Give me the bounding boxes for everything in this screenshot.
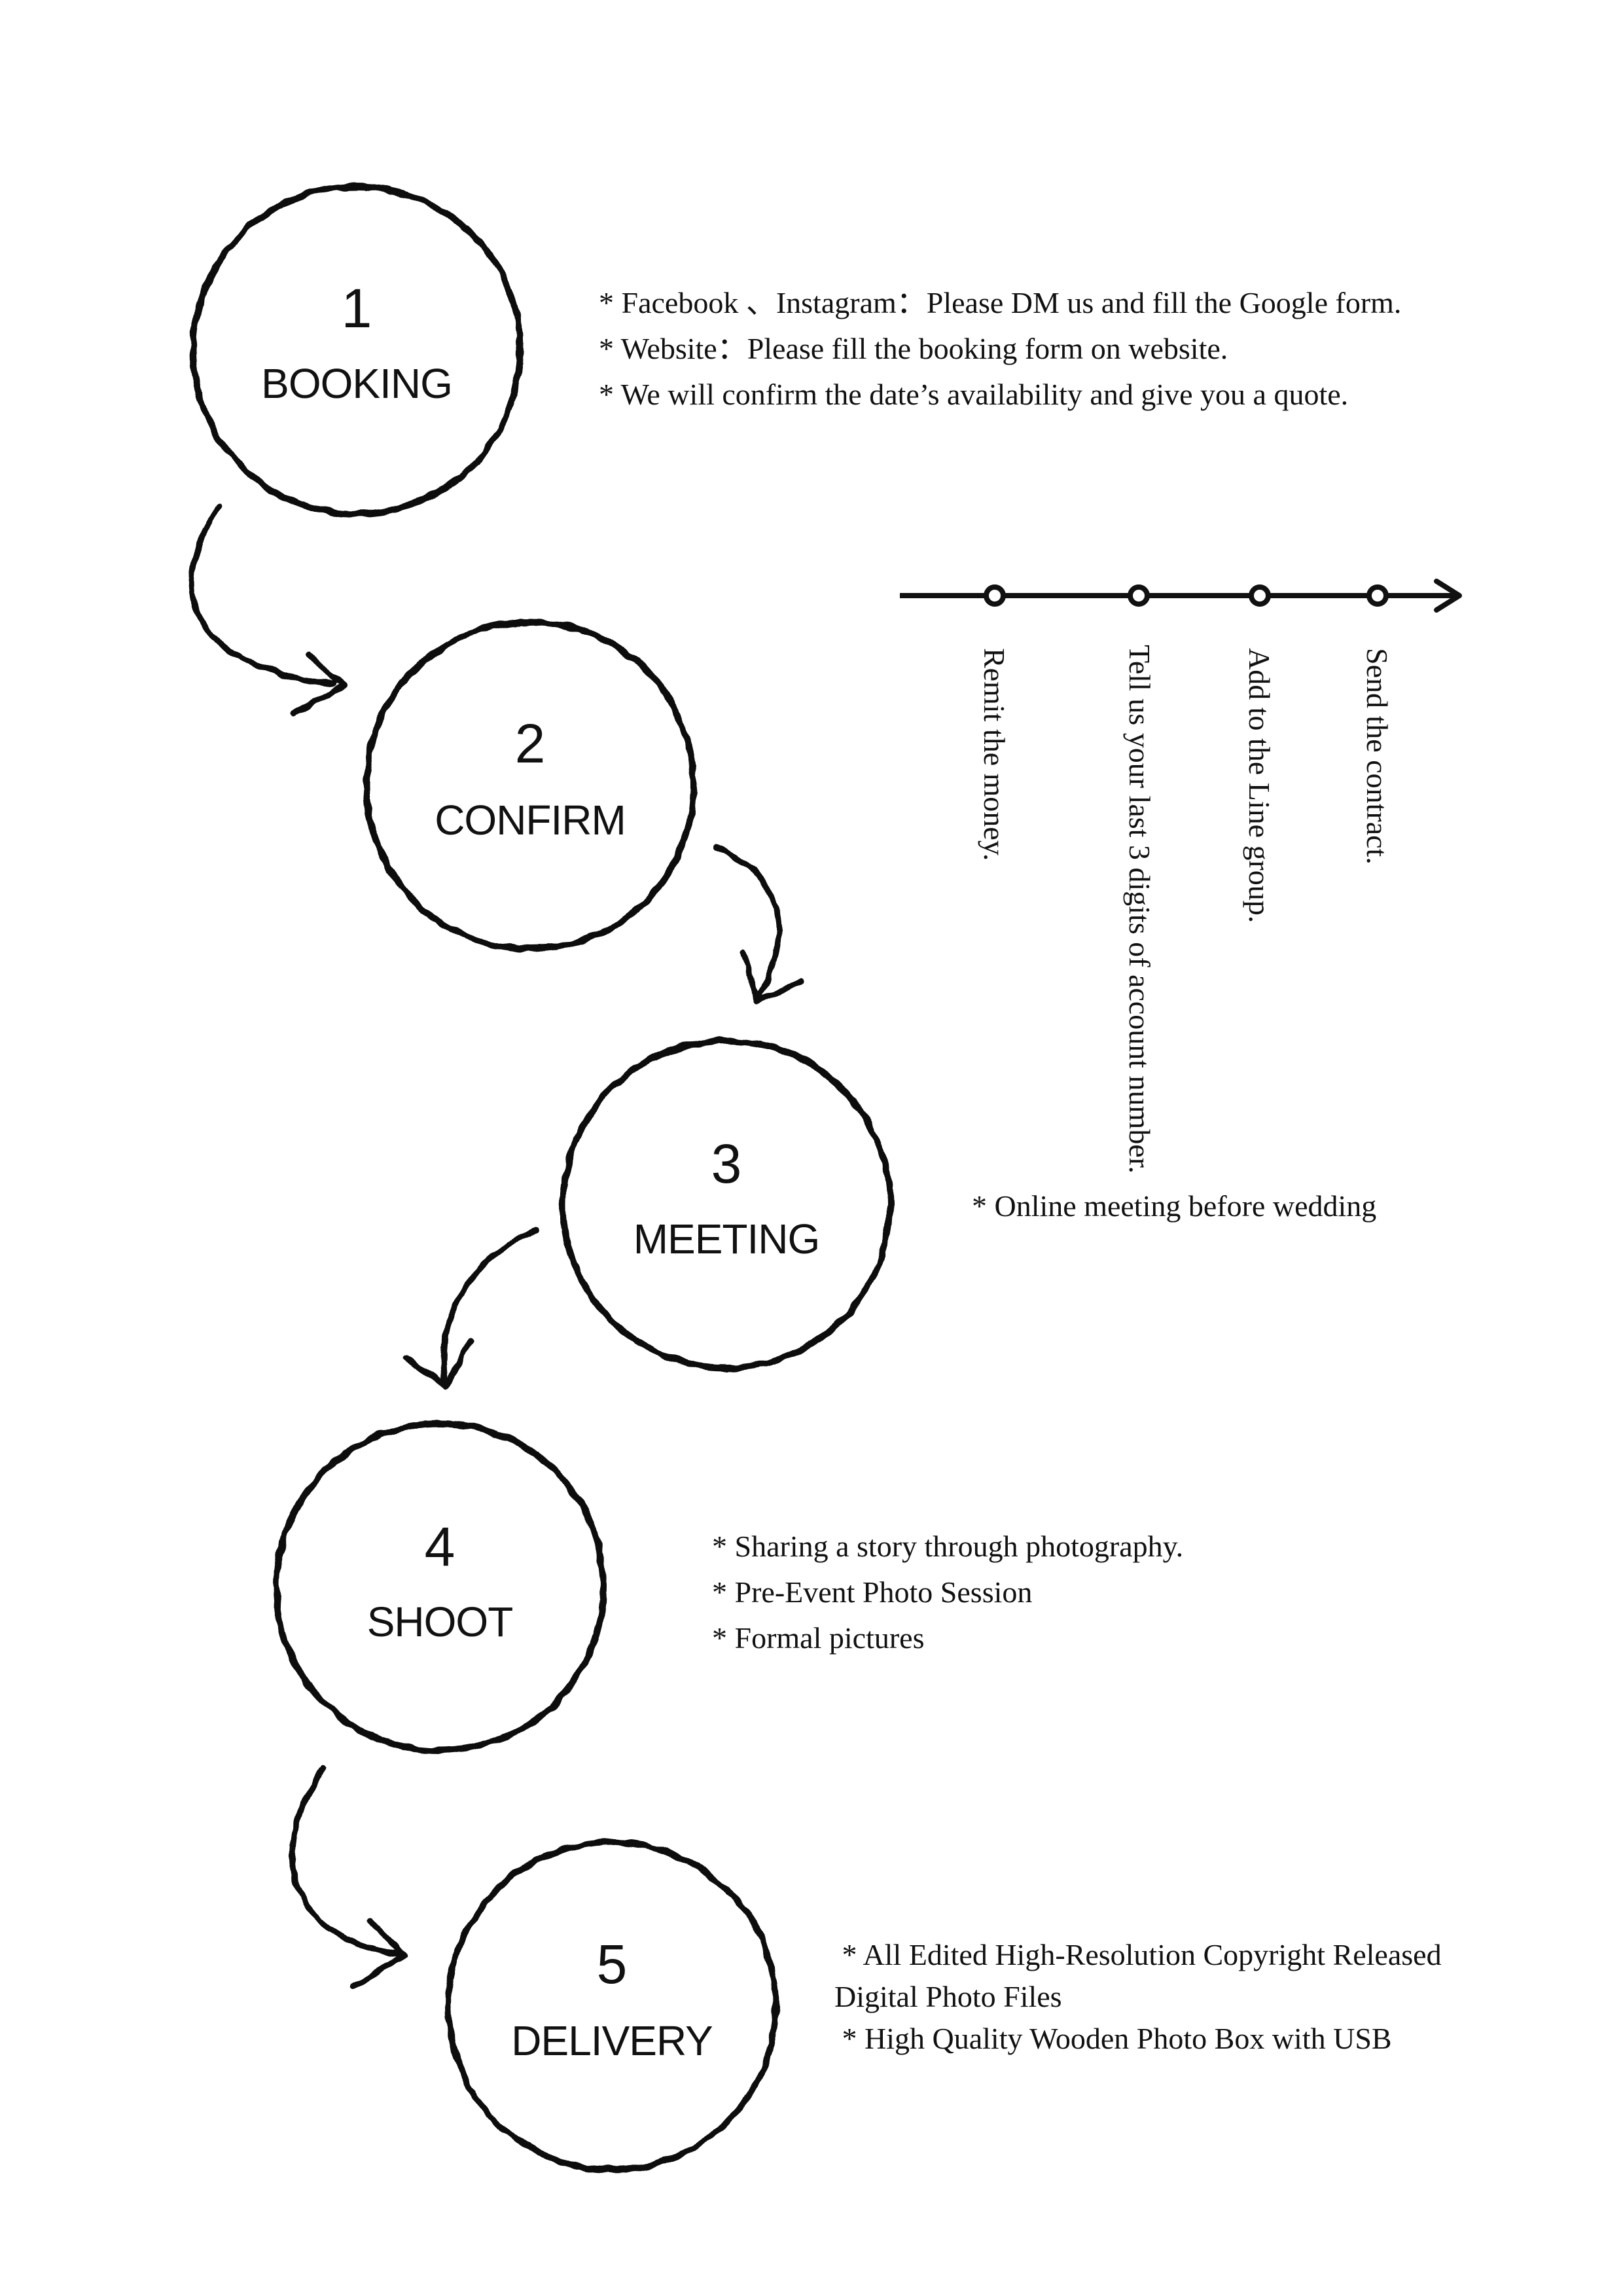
delivery-note-2: Digital Photo Files	[834, 1980, 1062, 2013]
step-4-shoot: 4 SHOOT	[273, 1420, 607, 1754]
step-3-meeting: 3 MEETING	[560, 1037, 893, 1371]
arrow-1-to-2-head	[290, 651, 347, 717]
timeline-arrowhead	[1434, 579, 1462, 613]
arrow-3-to-4-head	[402, 1337, 473, 1390]
timeline-label-line-group: Add to the Line group.	[1243, 648, 1276, 924]
step-2-label: CONFIRM	[435, 797, 626, 844]
step-1-booking: 1 BOOKING	[190, 183, 524, 517]
step-2-circle	[363, 619, 697, 952]
step-2-confirm: 2 CONFIRM	[363, 619, 697, 952]
shoot-note-1: * Sharing a story through photography.	[712, 1530, 1184, 1563]
shoot-note-3: * Formal pictures	[712, 1621, 925, 1655]
timeline-label-contract: Send the contract.	[1361, 648, 1394, 865]
step-4-label: SHOOT	[367, 1598, 513, 1645]
step-2-number: 2	[515, 713, 546, 774]
arrow-2-to-3-head	[740, 949, 805, 1005]
timeline-marker-1	[984, 584, 1006, 607]
booking-notes: * Facebook 、Instagram：Please DM us and f…	[599, 280, 1401, 418]
step-1-circle	[190, 183, 524, 517]
step-1-number: 1	[342, 278, 372, 339]
arrow-3-to-4	[440, 1227, 540, 1384]
step-5-delivery: 5 DELIVERY	[445, 1839, 779, 2173]
timeline-label-account: Tell us your last 3 digits of account nu…	[1123, 645, 1156, 1174]
step-4-number: 4	[425, 1516, 455, 1577]
arrow-1-to-2	[189, 504, 337, 687]
step-3-number: 3	[711, 1133, 742, 1194]
step-3-label: MEETING	[633, 1215, 820, 1263]
delivery-note-1: * All Edited High-Resolution Copyright R…	[834, 1938, 1442, 1971]
timeline-label-remit: Remit the money.	[978, 648, 1011, 861]
booking-note-3: * We will confirm the date’s availabilit…	[599, 378, 1349, 411]
shoot-notes: * Sharing a story through photography. *…	[712, 1524, 1183, 1661]
step-5-number: 5	[597, 1933, 628, 1995]
confirm-timeline	[900, 579, 1462, 613]
step-4-circle	[273, 1420, 607, 1754]
arrow-4-to-5	[289, 1764, 402, 1957]
shoot-note-2: * Pre-Event Photo Session	[712, 1575, 1033, 1609]
timeline-marker-2	[1128, 584, 1150, 607]
step-5-label: DELIVERY	[511, 2017, 713, 2064]
step-1-label: BOOKING	[261, 360, 452, 407]
meeting-note-1: * Online meeting before wedding	[972, 1189, 1377, 1223]
delivery-note-3: * High Quality Wooden Photo Box with USB	[834, 2022, 1392, 2055]
timeline-marker-4	[1366, 584, 1389, 607]
meeting-notes: * Online meeting before wedding	[972, 1183, 1376, 1229]
booking-note-1: * Facebook 、Instagram：Please DM us and f…	[599, 286, 1402, 319]
arrow-4-to-5-head	[350, 1918, 408, 1990]
arrow-2-to-3	[713, 844, 782, 998]
delivery-notes: * All Edited High-Resolution Copyright R…	[834, 1934, 1442, 2060]
step-5-circle	[445, 1839, 779, 2173]
timeline-marker-3	[1249, 584, 1271, 607]
booking-note-2: * Website：Please fill the booking form o…	[599, 332, 1228, 365]
step-3-circle	[560, 1037, 893, 1371]
